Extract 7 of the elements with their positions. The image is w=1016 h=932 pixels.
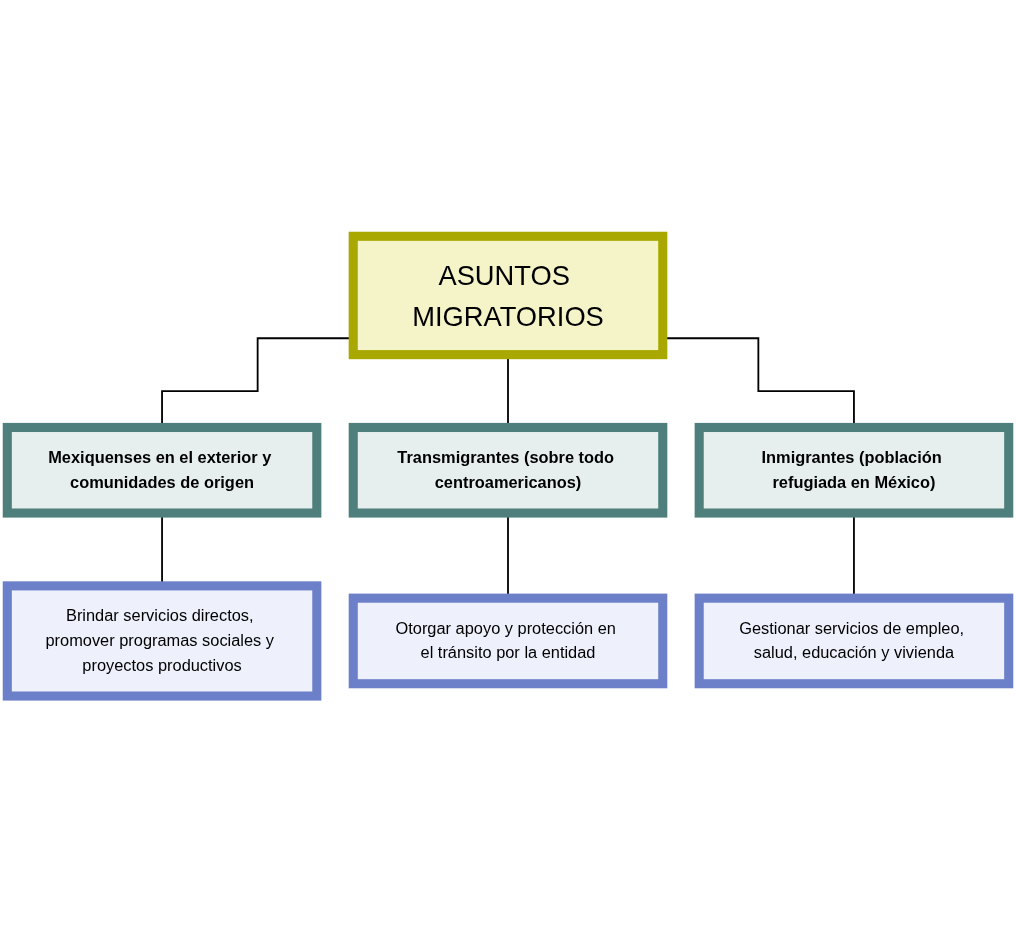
node-box: Gestionar servicios de empleo, salud, educación y vivienda bbox=[694, 593, 1014, 689]
node-box: Transmigrantes (sobre todo centroamericanos) bbox=[348, 422, 668, 518]
node-box: ASUNTOS MIGRATORIOS bbox=[348, 231, 668, 360]
node-box: Inmigrantes (población refugiada en México) bbox=[694, 422, 1014, 518]
node-box: Otorgar apoyo y protección en el tránsito por la entidad bbox=[348, 593, 668, 689]
node-box: Brindar servicios directos, promover programas sociales y proyectos productivos bbox=[2, 581, 322, 701]
node-box: Mexiquenses en el exterior y comunidades de origen bbox=[2, 422, 322, 518]
